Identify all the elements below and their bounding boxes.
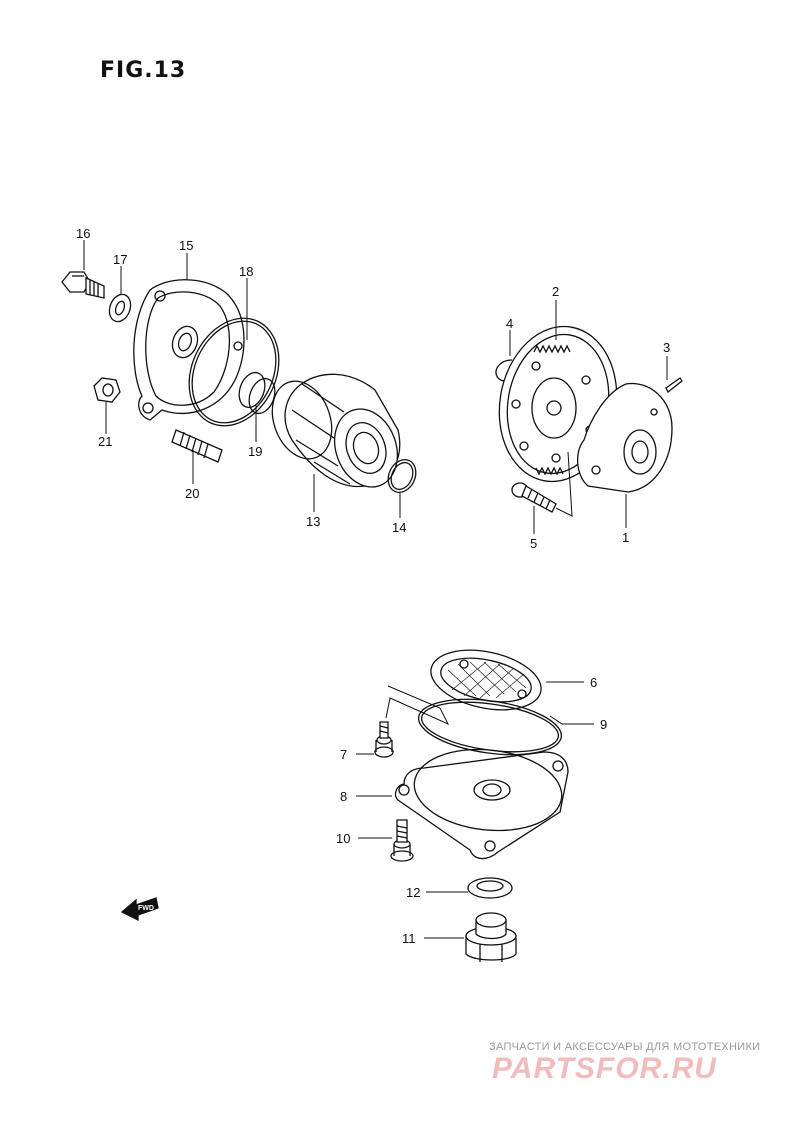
- part-17-washer[interactable]: [106, 291, 134, 324]
- part-13-oil-filter[interactable]: [262, 373, 408, 496]
- callout-19: 19: [248, 444, 262, 459]
- callout-14: 14: [392, 520, 406, 535]
- callout-7: 7: [340, 747, 347, 762]
- leader-lines-upper-right: [509, 300, 668, 534]
- part-11-drain-plug[interactable]: [465, 912, 517, 962]
- callout-17: 17: [113, 252, 127, 267]
- callout-8: 8: [340, 789, 347, 804]
- callout-2: 2: [552, 284, 559, 299]
- callout-4: 4: [506, 316, 513, 331]
- callout-13: 13: [306, 514, 320, 529]
- fwd-direction-arrow-icon: FWD: [120, 897, 159, 922]
- part-3-pin[interactable]: [665, 377, 683, 394]
- watermark-logo: PARTSFOR.RU: [492, 1052, 717, 1085]
- callout-1: 1: [622, 530, 629, 545]
- watermark-tagline: ЗАПЧАСТИ И АКСЕССУАРЫ ДЛЯ МОТОТЕХНИКИ: [489, 1041, 761, 1053]
- callout-9: 9: [600, 717, 607, 732]
- part-20-stud[interactable]: [171, 429, 223, 463]
- part-15-filter-cover[interactable]: [133, 279, 245, 421]
- part-8-oil-pan-cover[interactable]: [394, 742, 569, 860]
- callout-21: 21: [98, 434, 112, 449]
- part-14-o-ring[interactable]: [383, 455, 421, 497]
- leader-lines-upper-left: [83, 240, 401, 518]
- callout-18: 18: [239, 264, 253, 279]
- callout-11: 11: [402, 931, 416, 946]
- part-7-bolt[interactable]: [374, 721, 394, 758]
- callout-12: 12: [406, 885, 420, 900]
- callout-15: 15: [179, 238, 193, 253]
- part-1-pump-body[interactable]: [577, 382, 673, 493]
- callout-5: 5: [530, 536, 537, 551]
- callout-16: 16: [76, 226, 90, 241]
- callout-6: 6: [590, 675, 597, 690]
- part-10-bolt[interactable]: [390, 819, 414, 862]
- part-16-bolt[interactable]: [61, 271, 105, 299]
- part-6-oil-strainer[interactable]: [425, 641, 546, 719]
- callout-20: 20: [185, 486, 199, 501]
- callout-10: 10: [336, 831, 350, 846]
- part-5-screw[interactable]: [511, 482, 557, 513]
- part-18-o-ring[interactable]: [172, 303, 295, 440]
- fwd-label: FWD: [138, 905, 154, 912]
- figure-title: FIG.13: [100, 58, 187, 83]
- callout-3: 3: [663, 340, 670, 355]
- callout-numbers: 16 17 15 18 19 21 20 13 14 4 2 3 1 5 6 9…: [76, 226, 670, 946]
- part-21-nut[interactable]: [93, 377, 121, 403]
- part-12-gasket-washer[interactable]: [467, 877, 513, 899]
- leader-lines-lower: [356, 681, 594, 939]
